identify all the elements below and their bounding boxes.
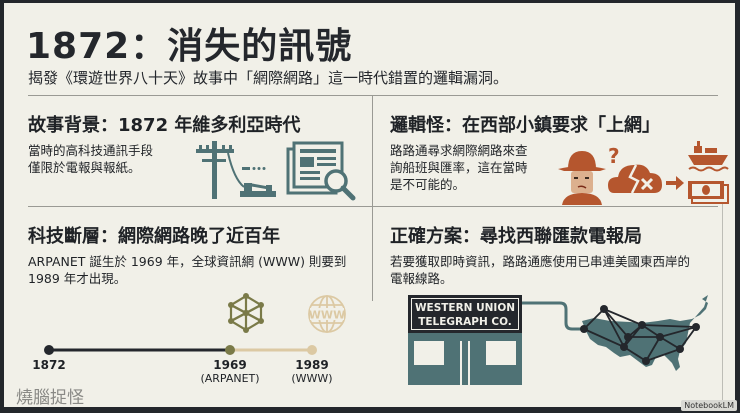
office-sign: WESTERN UNION TELEGRAPH CO. [408, 295, 522, 333]
money-icon [688, 181, 729, 204]
timeline-dot-1969 [225, 345, 235, 355]
text-line: ARPANET 誕生於 1969 年，全球資訊網 (WWW) 則要到 [28, 254, 347, 269]
panel-title: 科技斷層：網際網路晚了近百年 [28, 226, 280, 247]
text-line: 若要獲取即時資訊，路路通應使用已串連美國東西岸的 [390, 254, 691, 269]
timeline-note-1989: (WWW) [291, 372, 333, 385]
timeline-year-1969: 1969 [213, 358, 247, 372]
arpanet-network-icon [228, 293, 264, 333]
page-subtitle: 揭發《環遊世界八十天》故事中「網際網路」這一時代錯置的邏輯漏洞。 [28, 69, 509, 87]
text-line: 電報線路。 [390, 271, 453, 286]
panel-tech-gap: 科技斷層：網際網路晚了近百年 ARPANET 誕生於 1969 年，全球資訊網 … [28, 222, 368, 287]
panel-text: 若要獲取即時資訊，路路通應使用已串連美國東西岸的 電報線路。 [390, 253, 730, 287]
timeline-track [44, 345, 317, 355]
logic-error-illustration: ? [558, 141, 729, 205]
panel-logic-error: 邏輯怪：在西部小鎮要求「上網」 路路通尋求網際網路來查 詢船班與匯率，這在當時 … [390, 111, 730, 193]
ship-icon [688, 141, 729, 172]
text-line: 詢船班與匯率，這在當時 [390, 160, 528, 175]
page-title: 1872：消失的訊號 [26, 26, 353, 67]
timeline-year-1989: 1989 [295, 358, 329, 372]
infographic-canvas: 1872：消失的訊號 揭發《環遊世界八十天》故事中「網際網路」這一時代錯置的邏輯… [4, 3, 735, 408]
timeline-year-1872: 1872 [32, 358, 66, 372]
notebooklm-watermark: NotebookLM [681, 400, 737, 411]
divider-vertical [372, 95, 373, 301]
text-line: 是不可能的。 [390, 177, 466, 192]
timeline-note-1969: (ARPANET) [200, 372, 260, 385]
timeline-dot-1989 [307, 345, 317, 355]
timeline-dot-1872 [44, 345, 54, 355]
confused-cowboy-icon [558, 151, 606, 205]
us-telegraph-map-icon [522, 295, 708, 371]
www-globe-icon: WWW [308, 295, 346, 333]
svg-text:WWW: WWW [309, 309, 345, 322]
panel-text: 路路通尋求網際網路來查 詢船班與匯率，這在當時 是不可能的。 [390, 142, 730, 193]
text-line: 僅限於電報與報紙。 [28, 160, 141, 175]
telegraph-pole-icon [196, 141, 276, 199]
panel-title: 邏輯怪：在西部小鎮要求「上網」 [390, 115, 660, 136]
telegraph-key-icon [240, 167, 276, 197]
sign-line-2: TELEGRAPH CO. [418, 316, 512, 328]
office-building [408, 333, 522, 385]
western-union-office-icon: WESTERN UNION TELEGRAPH CO. [408, 295, 522, 385]
panel-text: ARPANET 誕生於 1969 年，全球資訊網 (WWW) 則要到 1989 … [28, 253, 368, 287]
divider-top [28, 95, 718, 96]
panel-title: 故事背景：1872 年維多利亞時代 [28, 115, 301, 136]
panel-story-background: 故事背景：1872 年維多利亞時代 當時的高科技通訊手段 僅限於電報與報紙。 [28, 111, 368, 176]
sign-line-1: WESTERN UNION [414, 302, 516, 314]
divider-right [722, 203, 723, 403]
panel-text: 當時的高科技通訊手段 僅限於電報與報紙。 [28, 142, 368, 176]
newspaper-magnifier-icon [286, 141, 356, 201]
text-line: 路路通尋求網際網路來查 [390, 143, 528, 158]
panel-solution: 正確方案：尋找西聯匯款電報局 若要獲取即時資訊，路路通應使用已串連美國東西岸的 … [390, 222, 730, 287]
arrow-right-icon [666, 176, 684, 190]
broken-cloud-icon [608, 164, 662, 194]
text-line: 1989 年才出現。 [28, 271, 127, 286]
author-signature: 燒腦捉怪 [16, 388, 84, 408]
divider-middle [28, 206, 718, 207]
question-mark-icon: ? [608, 144, 620, 168]
panel-title: 正確方案：尋找西聯匯款電報局 [390, 226, 642, 247]
text-line: 當時的高科技通訊手段 [28, 143, 154, 158]
